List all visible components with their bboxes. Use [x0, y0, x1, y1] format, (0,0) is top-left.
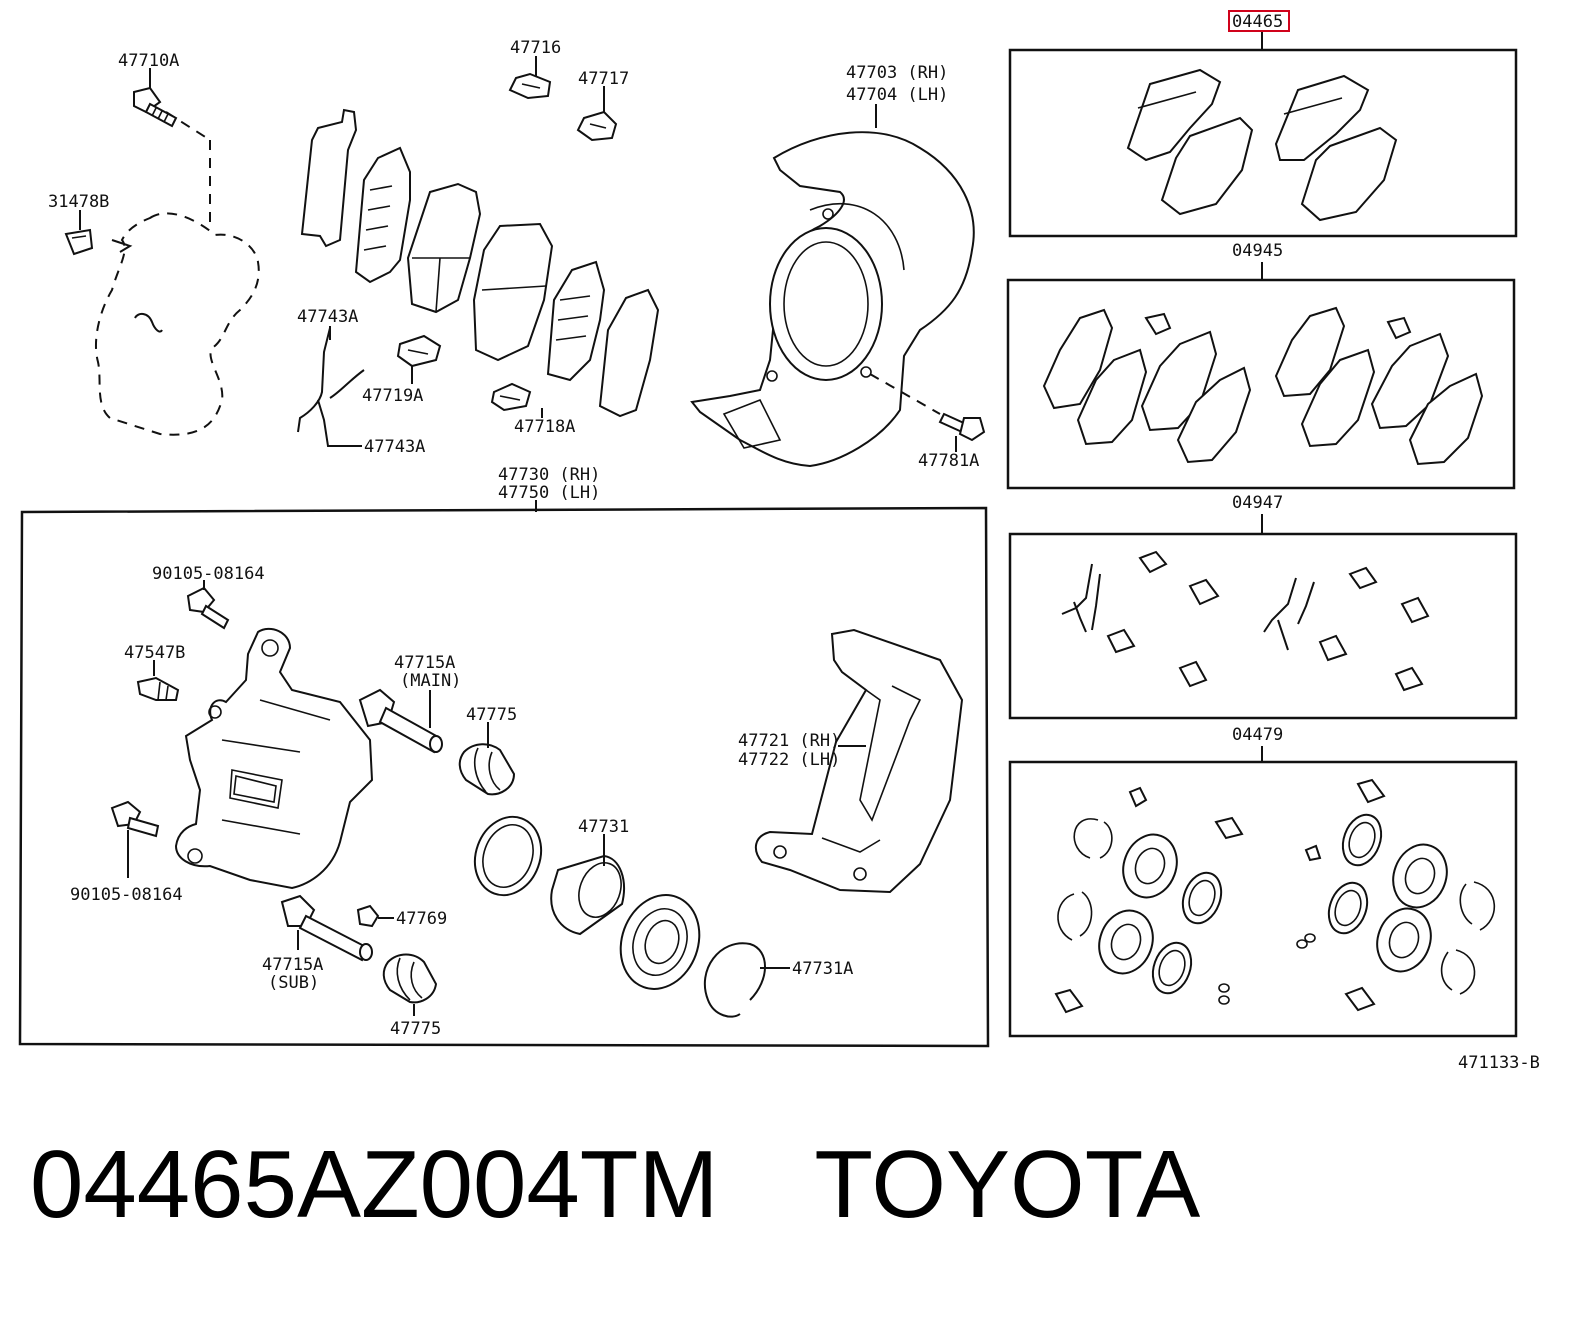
label-47547B: 47547B [124, 643, 185, 663]
label-47775-top: 47775 [466, 705, 517, 725]
kit-04479-seals-boots [1054, 778, 1496, 1014]
label-47718A: 47718A [514, 417, 575, 437]
kit-04947-label: 04947 [1232, 493, 1283, 513]
label-47731A: 47731A [792, 959, 853, 979]
label-31478B: 31478B [48, 192, 109, 212]
kit-04479-label: 04479 [1232, 725, 1283, 745]
label-90105-top: 90105-08164 [152, 564, 265, 584]
slide-bushing-dust-boot-47775-top [458, 743, 516, 796]
piston-seal-ring [473, 815, 543, 897]
pad-support-plate-47717 [576, 110, 618, 142]
bolt-47781A [938, 412, 986, 442]
caliper-piston-47731 [550, 854, 625, 936]
label-47710A: 47710A [118, 51, 179, 71]
caliper-mounting-support-47721 [754, 628, 964, 894]
label-47722: 47722 (LH) [738, 750, 840, 770]
label-47703: 47703 (RH) [846, 63, 948, 83]
slide-pin-main-47715A [358, 688, 443, 754]
label-47715A-sub: 47715A [262, 955, 323, 975]
kit-04465-label[interactable]: 04465 [1232, 12, 1283, 32]
kit-04945-shims [1042, 306, 1484, 466]
disc-brake-dust-cover [690, 131, 975, 468]
inner-shim [546, 260, 606, 382]
label-47717: 47717 [578, 69, 629, 89]
label-90105-bottom: 90105-08164 [70, 885, 183, 905]
spring-leg [329, 369, 365, 399]
label-47769: 47769 [396, 909, 447, 929]
label-47716: 47716 [510, 38, 561, 58]
kit-04945-label: 04945 [1232, 241, 1283, 261]
inner-anti-squeal-shim [598, 288, 660, 418]
label-47730: 47730 (RH) [498, 465, 600, 485]
cylinder-boot-set-ring [703, 942, 766, 1018]
part-caption: 04465AZ004TM TOYOTA [30, 1130, 1200, 1240]
label-47715A-main: 47715A [394, 653, 455, 673]
leader-47743A-bottom [317, 399, 362, 447]
pad-support-plate-47718A [490, 382, 532, 412]
label-main: (MAIN) [400, 671, 461, 691]
kit-04465-pads [1126, 68, 1398, 222]
outer-brake-pad [406, 182, 482, 314]
outer-shim [300, 108, 358, 248]
caliper-cylinder-body [174, 627, 374, 890]
pad-wear-indicator-spring-top [297, 327, 331, 433]
pad-support-plate-47719A [396, 334, 442, 368]
kit-04945-box [1006, 278, 1516, 490]
diagram-reference: 471133-B [1458, 1053, 1540, 1073]
bleeder-plug-47547B [136, 676, 180, 701]
label-47719A: 47719A [362, 386, 423, 406]
kit-04465-box [1008, 48, 1518, 238]
label-47775-bottom: 47775 [390, 1019, 441, 1039]
label-47743A-top: 47743A [297, 307, 358, 327]
slide-pin-sub-47715A [280, 894, 373, 962]
caption-part-number: 04465AZ004TM [30, 1131, 719, 1238]
bolt-90105-08164-bottom [110, 800, 160, 838]
label-47721: 47721 (RH) [738, 731, 840, 751]
kit-04465-highlight[interactable] [1228, 10, 1290, 32]
slide-bushing-dust-boot-47775-bottom [382, 953, 438, 1004]
bolt-47781A-dash [869, 373, 941, 415]
anti-squeal-shim [354, 146, 411, 284]
label-47750: 47750 (LH) [498, 483, 600, 503]
inner-brake-pad [472, 222, 554, 362]
kit-04947-box [1008, 532, 1518, 720]
label-47704: 47704 (LH) [846, 85, 948, 105]
caliper-outline [94, 212, 260, 436]
label-47743A-bottom: 47743A [364, 437, 425, 457]
bolt-47710A [133, 86, 178, 128]
bleeder-cap-31478B [64, 228, 94, 256]
caption-brand: TOYOTA [814, 1131, 1201, 1238]
bushing-47769 [356, 904, 380, 928]
cylinder-boot [619, 894, 701, 990]
label-47731: 47731 [578, 817, 629, 837]
kit-04479-box [1008, 760, 1518, 1038]
label-47781A: 47781A [918, 451, 979, 471]
kit-04947-clips-springs [1061, 550, 1430, 692]
label-sub: (SUB) [268, 973, 319, 993]
pad-support-plate-47716 [508, 72, 552, 100]
caliper-assembly-box [18, 506, 990, 1048]
bolt-90105-08164-top [186, 586, 230, 630]
